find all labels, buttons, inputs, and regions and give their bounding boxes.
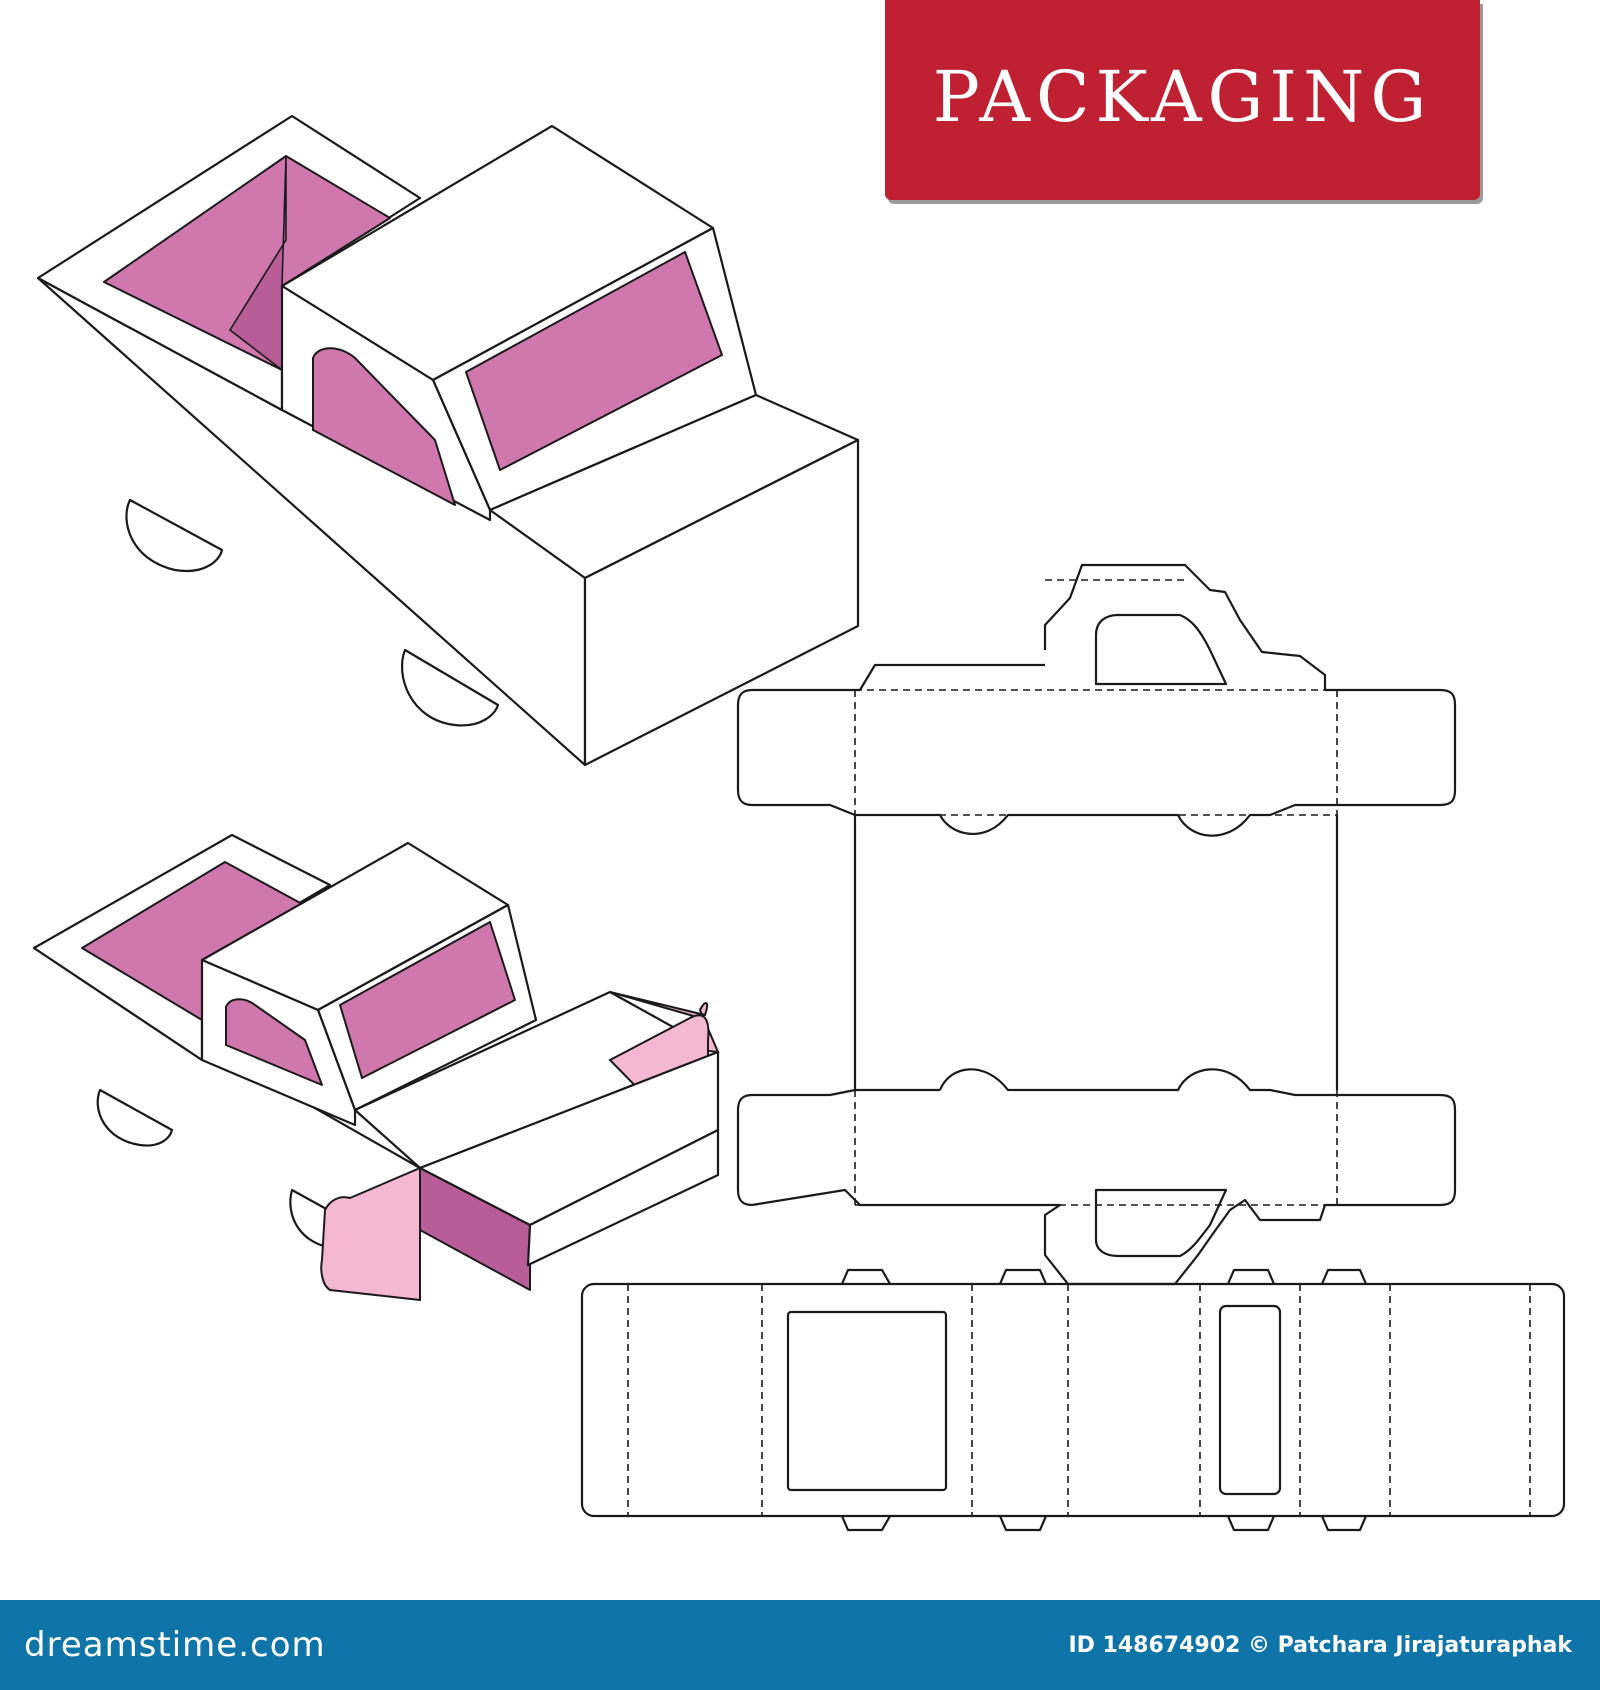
bed-opening xyxy=(103,155,391,371)
strip-window-narrow xyxy=(1218,1304,1282,1496)
open-side-flap-left xyxy=(320,1166,421,1302)
open-windshield xyxy=(339,921,516,1079)
footer-bar: dreamstime.com ID 148674902 © Patchara J… xyxy=(0,1600,1600,1690)
partially-open-truck-box xyxy=(32,833,720,1302)
dieline-upper-panel xyxy=(736,688,1457,837)
strip-tab xyxy=(1320,1515,1368,1532)
strip-window-large xyxy=(786,1310,948,1492)
footer-brand: dreamstime.com xyxy=(24,1625,326,1665)
dieline-upper-left-tab xyxy=(859,663,1045,691)
strip-tab xyxy=(1226,1268,1276,1285)
dieline-bottom-strip xyxy=(580,1282,1566,1518)
bed-inner-wall xyxy=(228,155,287,372)
windshield-window xyxy=(465,251,723,471)
assembled-truck-box xyxy=(36,114,860,767)
strip-tab xyxy=(998,1268,1048,1285)
flat-dieline-template xyxy=(580,563,1566,1532)
open-bottom-panel xyxy=(526,1128,720,1267)
page-title: PACKAGING xyxy=(932,56,1433,138)
strip-tab xyxy=(1320,1268,1368,1285)
side-window xyxy=(312,347,456,506)
strip-tab xyxy=(840,1268,891,1285)
hood-front-face xyxy=(583,438,860,767)
strip-tab xyxy=(998,1515,1048,1532)
title-badge: PACKAGING xyxy=(885,0,1480,200)
rear-wheel-cutout xyxy=(125,498,224,573)
dieline-top-cab xyxy=(1043,563,1327,690)
dieline-lower-panel xyxy=(736,1068,1457,1286)
packaging-illustration xyxy=(32,114,1566,1532)
open-rear-wheel xyxy=(96,1088,174,1147)
front-wheel-cutout xyxy=(400,648,500,727)
dieline-top-window xyxy=(1094,613,1228,686)
strip-tab xyxy=(840,1515,891,1532)
strip-tab xyxy=(1226,1515,1276,1532)
dieline-bottom-window xyxy=(1094,1188,1228,1258)
footer-credit: ID 148674902 © Patchara Jirajaturaphak xyxy=(1068,1632,1572,1658)
open-side-window xyxy=(225,998,323,1086)
